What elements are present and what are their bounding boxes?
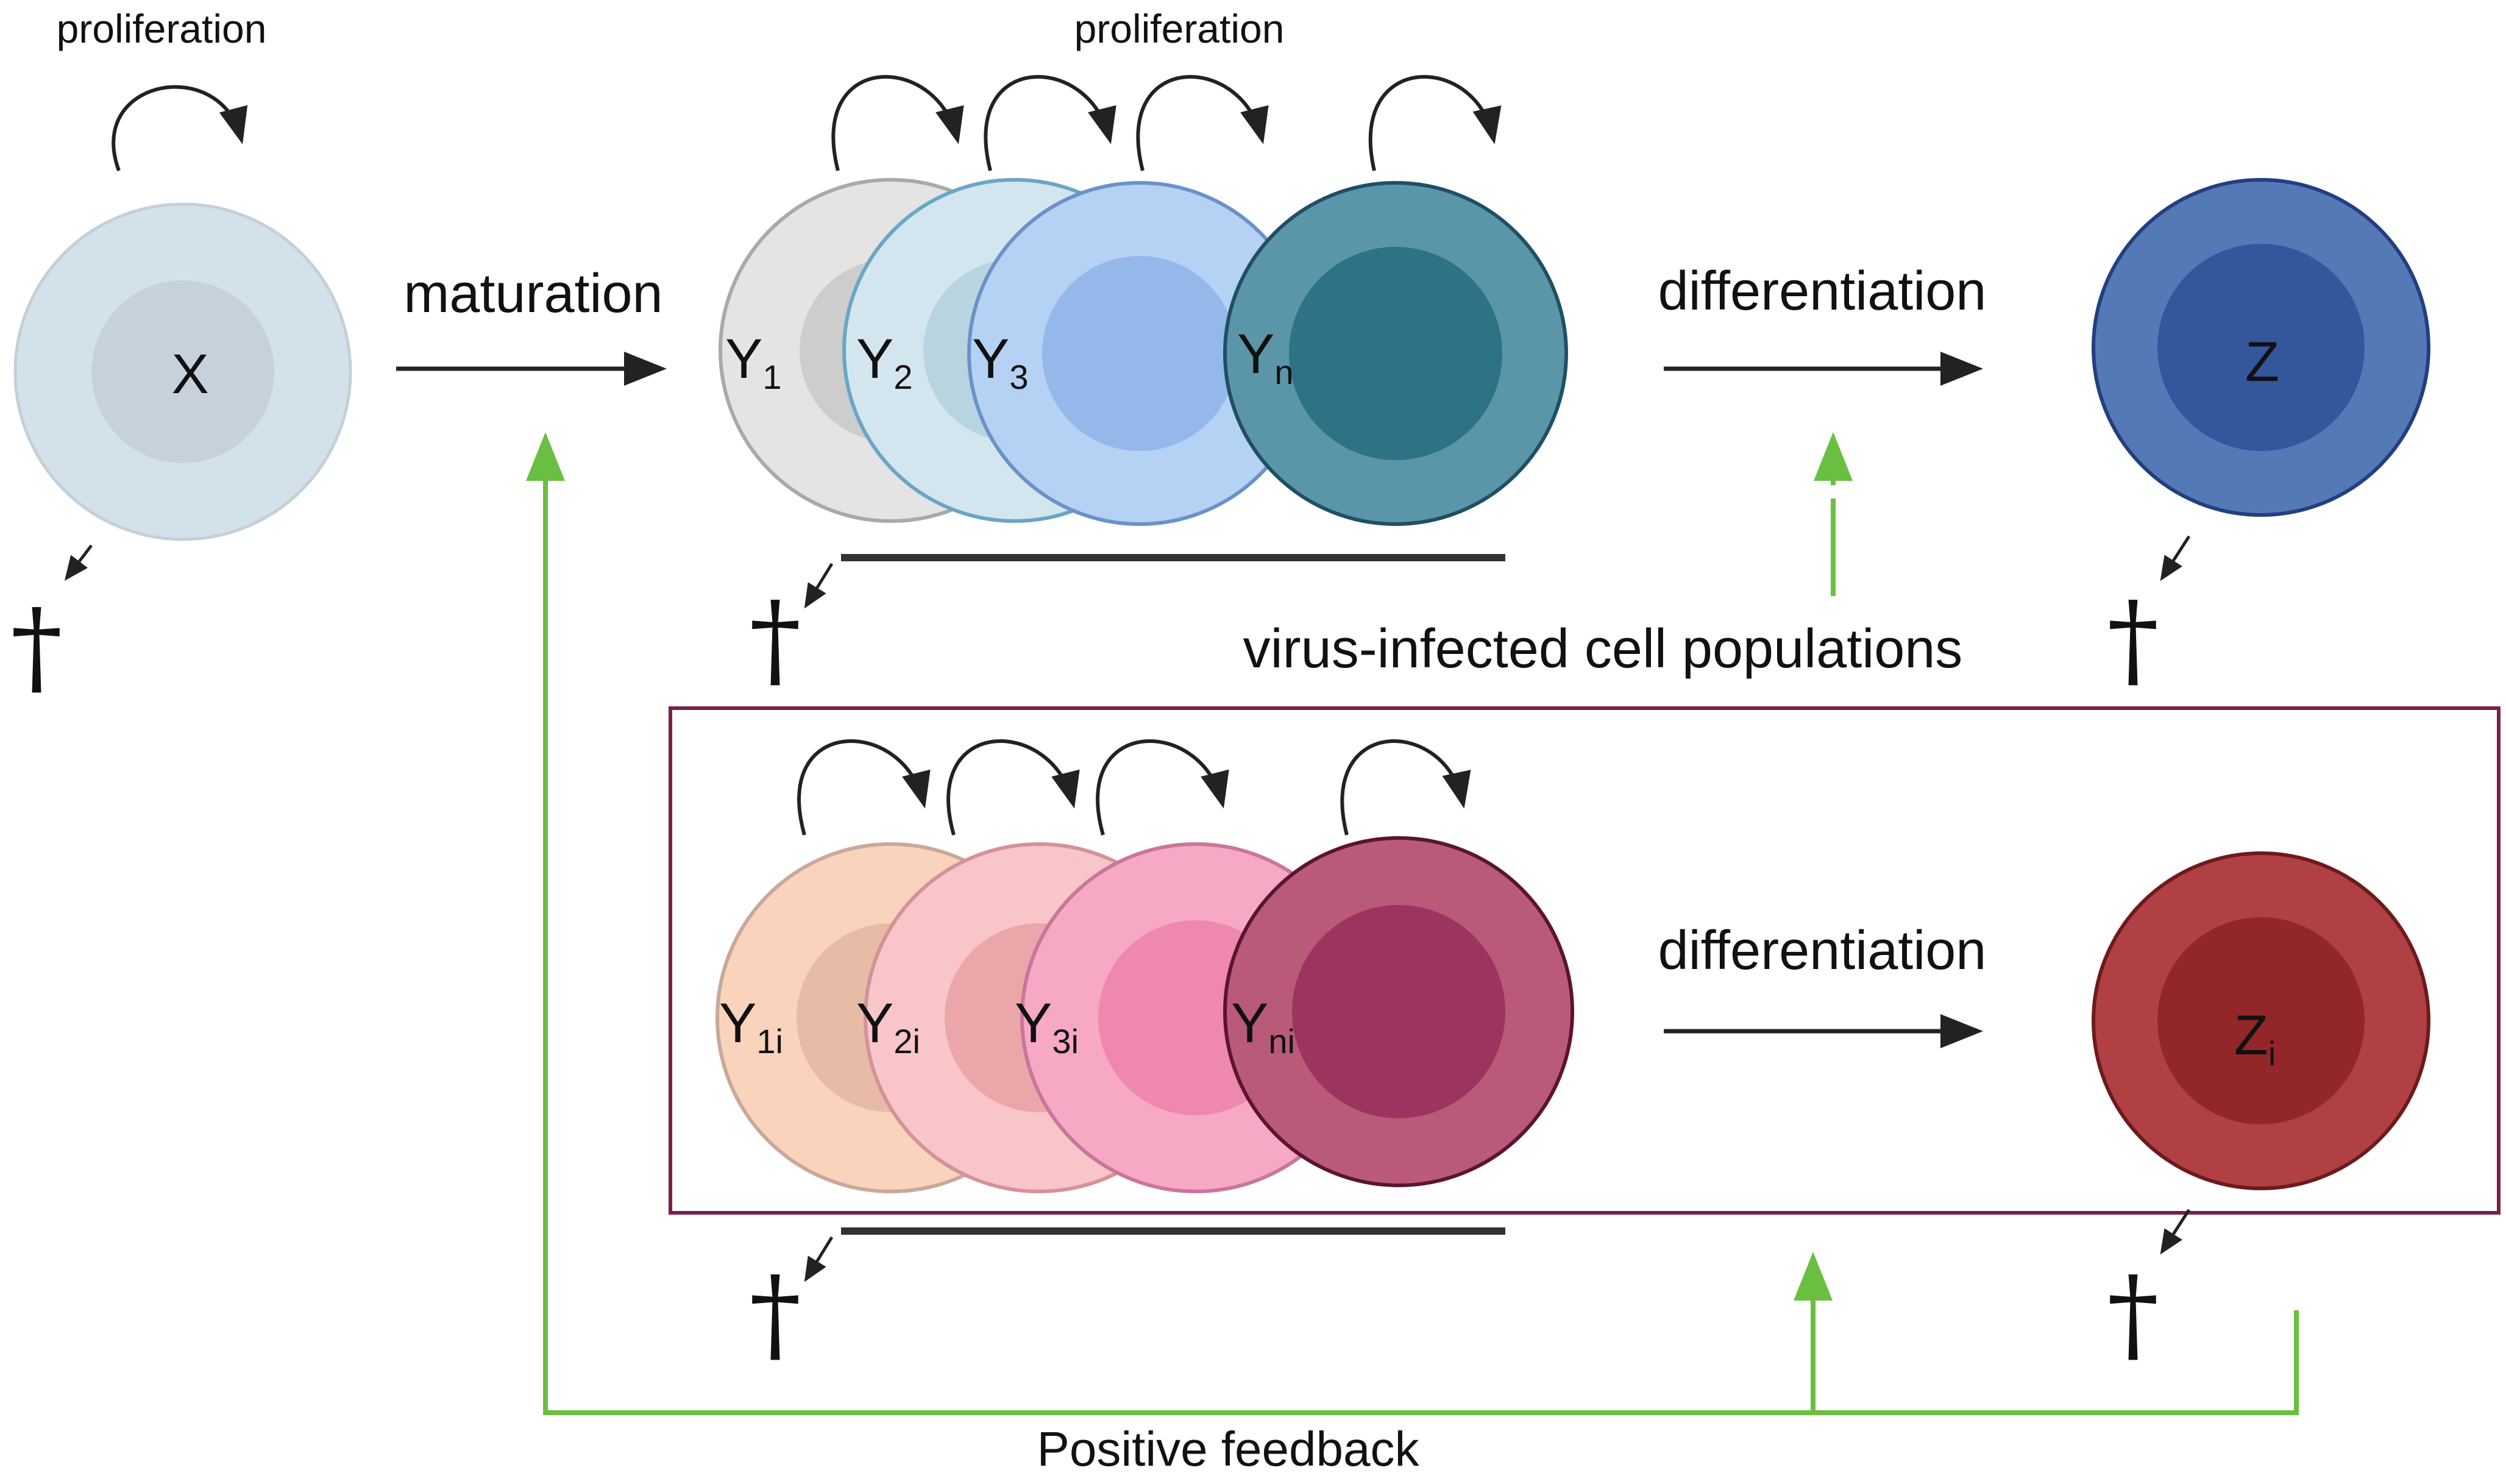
cell-y3i-label: Y3i bbox=[1015, 992, 1079, 1060]
proliferation-arrow-y1 bbox=[831, 75, 964, 171]
cell-yni-label: Yni bbox=[1231, 992, 1295, 1060]
cell-x-label: X bbox=[171, 343, 208, 405]
cell-z bbox=[2092, 178, 2430, 517]
cell-z-label: Z bbox=[2245, 331, 2279, 393]
proliferation-arrow-y3i bbox=[1096, 739, 1229, 836]
cell-y1-label: Y1 bbox=[725, 328, 782, 396]
cell-y1i-label: Y1i bbox=[719, 992, 783, 1060]
cell-y3 bbox=[967, 181, 1312, 526]
maturation-label: maturation bbox=[403, 263, 662, 324]
feedback-loop-line bbox=[526, 432, 2299, 1415]
proliferation-label-x: proliferation bbox=[57, 6, 267, 51]
cell-y3-label: Y3 bbox=[972, 328, 1029, 396]
cell-zi bbox=[2092, 851, 2430, 1190]
differentiation-label-bottom: differentiation bbox=[1658, 920, 1987, 981]
proliferation-arrow-y3 bbox=[1136, 75, 1269, 171]
cell-zi-label: Zi bbox=[2234, 1004, 2276, 1073]
proliferation-arrow-yni bbox=[1340, 739, 1471, 836]
death-arrow-x bbox=[64, 544, 93, 581]
differentiation-label-top: differentiation bbox=[1658, 261, 1987, 322]
positive-feedback-label: Positive feedback bbox=[1037, 1422, 1419, 1476]
proliferation-arrow-y2 bbox=[984, 75, 1116, 171]
death-arrow-yi bbox=[804, 1236, 834, 1282]
proliferation-arrow-y1i bbox=[797, 739, 931, 836]
death-symbol-x: † bbox=[11, 587, 63, 708]
death-symbol-y: † bbox=[750, 580, 801, 700]
death-symbol-zi: † bbox=[2107, 1254, 2159, 1375]
death-symbol-z: † bbox=[2107, 580, 2159, 700]
cell-yni bbox=[1223, 836, 1574, 1187]
death-symbol-yi: † bbox=[750, 1254, 801, 1375]
proliferation-label-y: proliferation bbox=[1074, 6, 1285, 51]
cell-yn bbox=[1223, 181, 1568, 526]
cell-x bbox=[13, 202, 352, 541]
cell-yn-label: Yn bbox=[1237, 323, 1294, 391]
proliferation-arrow-x bbox=[112, 85, 248, 172]
infected-populations-box bbox=[669, 706, 2501, 1215]
cell-y2i-label: Y2i bbox=[856, 992, 920, 1060]
death-arrow-z bbox=[2160, 535, 2191, 581]
cell-y2-label: Y2 bbox=[856, 328, 913, 396]
death-arrow-zi bbox=[2160, 1209, 2191, 1255]
virus-infected-label: virus-infected cell populations bbox=[1243, 619, 1963, 680]
death-arrow-y bbox=[804, 563, 834, 609]
proliferation-arrow-y2i bbox=[946, 739, 1080, 836]
proliferation-arrow-yn bbox=[1368, 75, 1502, 171]
